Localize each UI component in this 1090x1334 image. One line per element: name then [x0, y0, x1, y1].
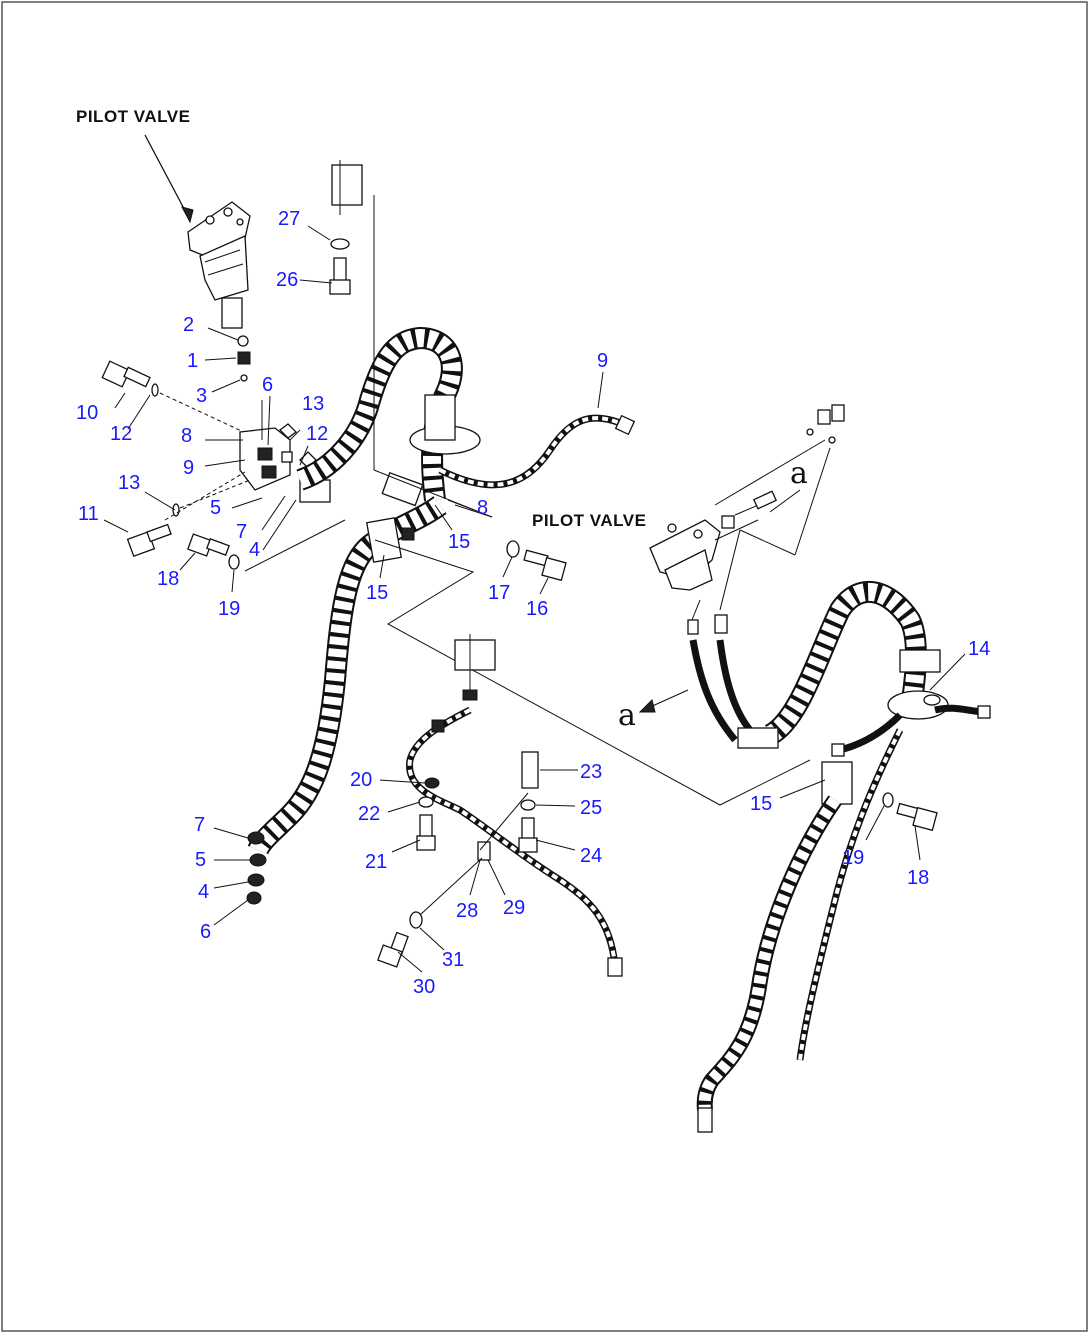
callout-1: 1: [187, 350, 198, 372]
reference-a-upper: a: [790, 456, 808, 491]
callout-5-top: 5: [210, 497, 221, 519]
wrapped-hose-bundle-right: [689, 581, 991, 1133]
callout-18-right: 18: [907, 867, 929, 889]
callout-28: 28: [456, 900, 478, 922]
reference-a-lower: a: [618, 698, 636, 733]
callout-11: 11: [78, 503, 99, 525]
callout-7-bottom: 7: [194, 814, 205, 836]
callout-16: 16: [526, 598, 548, 620]
callout-5-bottom: 5: [195, 849, 206, 871]
callout-12-left: 12: [110, 423, 132, 445]
callout-19-left: 19: [218, 598, 240, 620]
right-pilot-valve: [649, 404, 845, 635]
callout-17: 17: [488, 582, 510, 604]
callout-6-bottom: 6: [200, 921, 211, 943]
callout-3: 3: [196, 385, 207, 407]
callout-12-right: 12: [306, 423, 328, 445]
callout-9-top: 9: [597, 350, 608, 372]
callout-10: 10: [76, 402, 98, 424]
callout-25: 25: [580, 797, 602, 819]
callout-leaders: [103, 225, 966, 973]
callout-20: 20: [350, 769, 372, 791]
callout-13-left: 13: [118, 472, 140, 494]
callout-8-left: 8: [181, 425, 192, 447]
callout-29: 29: [503, 897, 525, 919]
callout-31: 31: [442, 949, 464, 971]
callout-15-right: 15: [750, 793, 772, 815]
callout-23: 23: [580, 761, 602, 783]
callout-22: 22: [358, 803, 380, 825]
middle-hose-assembly: [377, 634, 623, 977]
callout-14: 14: [968, 638, 990, 660]
bracket-top: [329, 160, 493, 518]
callout-21: 21: [365, 851, 387, 873]
callout-2: 2: [183, 314, 194, 336]
callout-27: 27: [278, 208, 300, 230]
left-pilot-valve: [144, 134, 251, 329]
bolt-16-washer-17: [506, 540, 567, 582]
callout-9-left: 9: [183, 457, 194, 479]
callout-18-left: 18: [157, 568, 179, 590]
lower-left-fittings: [246, 831, 267, 905]
callout-13-top: 13: [302, 393, 324, 415]
callout-15-mid: 15: [448, 531, 470, 553]
callout-7-top: 7: [236, 521, 247, 543]
callout-24: 24: [580, 845, 602, 867]
pilot-valve-label-right: PILOT VALVE: [532, 511, 646, 530]
hose-9-upper: [438, 371, 636, 489]
reference-a-markers: [638, 489, 801, 713]
callout-4-bottom: 4: [198, 881, 209, 903]
wrapped-hose-bundle-left: [247, 326, 481, 855]
callout-26: 26: [276, 269, 298, 291]
callout-4-top: 4: [249, 539, 260, 561]
callout-numbers: 27 26 2 1 3 6 10 12 8 9 13 12 13 5 11 7 …: [76, 208, 990, 998]
callout-19-right: 19: [842, 847, 864, 869]
callout-15-left: 15: [366, 582, 388, 604]
leader-lines: [164, 471, 811, 806]
callout-8-right: 8: [477, 497, 488, 519]
callout-6-top: 6: [262, 374, 273, 396]
pilot-valve-label-left: PILOT VALVE: [76, 107, 190, 126]
small-fittings-left: [101, 327, 331, 570]
callout-30: 30: [413, 976, 435, 998]
